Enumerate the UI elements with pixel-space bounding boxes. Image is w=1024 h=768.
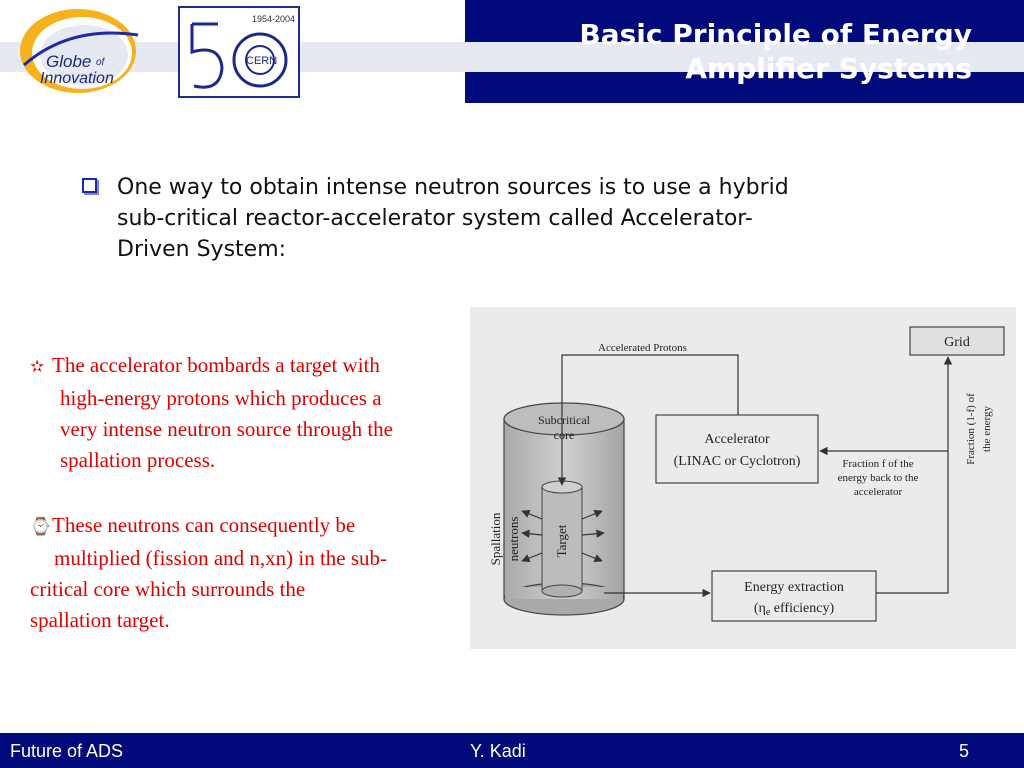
fraction-f-label-2: energy back to the — [838, 472, 919, 484]
cern-word: CERN — [246, 55, 277, 67]
spallation-label: Spallation — [488, 512, 503, 565]
accelerator-box — [655, 414, 819, 484]
accelerator-label-2: (LINAC or Cyclotron) — [674, 454, 801, 469]
grid-box — [909, 326, 1005, 356]
main-bullet-text: One way to obtain intense neutron source… — [117, 175, 789, 262]
star-icon: ✫ — [30, 357, 45, 377]
fraction-f-label-3: accelerator — [854, 486, 903, 498]
slide-title: Basic Principle of Energy Amplifier Syst… — [579, 18, 972, 86]
cern-50-logo: 1954-2004 CERN — [178, 6, 300, 98]
logo-innovation-word: Innovation — [40, 70, 114, 87]
logo-globe-word: Globe — [46, 52, 91, 71]
subcritical-core-top — [503, 402, 625, 436]
accelerator-label-1: Accelerator — [704, 432, 770, 447]
fraction-f-label-1: Fraction f of the — [842, 458, 913, 470]
accelerated-protons-label: Accelerated Protons — [598, 342, 687, 354]
fraction-1f-label-1: Fraction (1-f) of — [965, 393, 977, 465]
slide-header: Globe of Innovation 1954-2004 CERN Basic… — [0, 0, 1024, 103]
neutrons-label: neutrons — [506, 517, 521, 562]
footer-author: Y. Kadi — [470, 741, 526, 761]
clock-icon: ⌚ — [30, 517, 52, 537]
extraction-to-grid-arrow — [876, 356, 953, 594]
slide-title-line1: Basic Principle of Energy — [579, 18, 972, 51]
target-label: Target — [554, 524, 569, 557]
point-neutrons: ⌚These neutrons can consequently be mult… — [30, 513, 388, 632]
energy-extraction-label-1: Energy extraction — [744, 580, 844, 595]
subcritical-label-1: Subcritical — [538, 413, 591, 427]
main-bullet: One way to obtain intense neutron source… — [82, 172, 922, 265]
energy-extraction-box — [711, 570, 877, 622]
footer-title: Future of ADS — [10, 741, 124, 761]
subcritical-label-2: core — [554, 428, 575, 442]
header-band — [0, 42, 1024, 72]
ads-diagram: Subcritical core Target Spallation neutr… — [470, 307, 1016, 649]
protons-arrow — [557, 354, 739, 486]
fraction-1f-label-2: the energy — [981, 406, 993, 452]
slide-title-line2: Amplifier Systems — [685, 52, 972, 85]
grid-label: Grid — [944, 335, 970, 350]
slide-footer: Future of ADS Y. Kadi 5 — [0, 733, 1024, 768]
energy-extraction-label-2: (ηe efficiency) — [754, 601, 835, 618]
square-bullet-icon — [82, 178, 97, 193]
globe-of-innovation-logo: Globe of Innovation — [10, 5, 160, 97]
svg-text:of: of — [96, 57, 106, 68]
point-accelerator: ✫The accelerator bombards a target with … — [30, 353, 393, 472]
cern-years: 1954-2004 — [252, 14, 295, 24]
page-number: 5 — [959, 741, 970, 761]
